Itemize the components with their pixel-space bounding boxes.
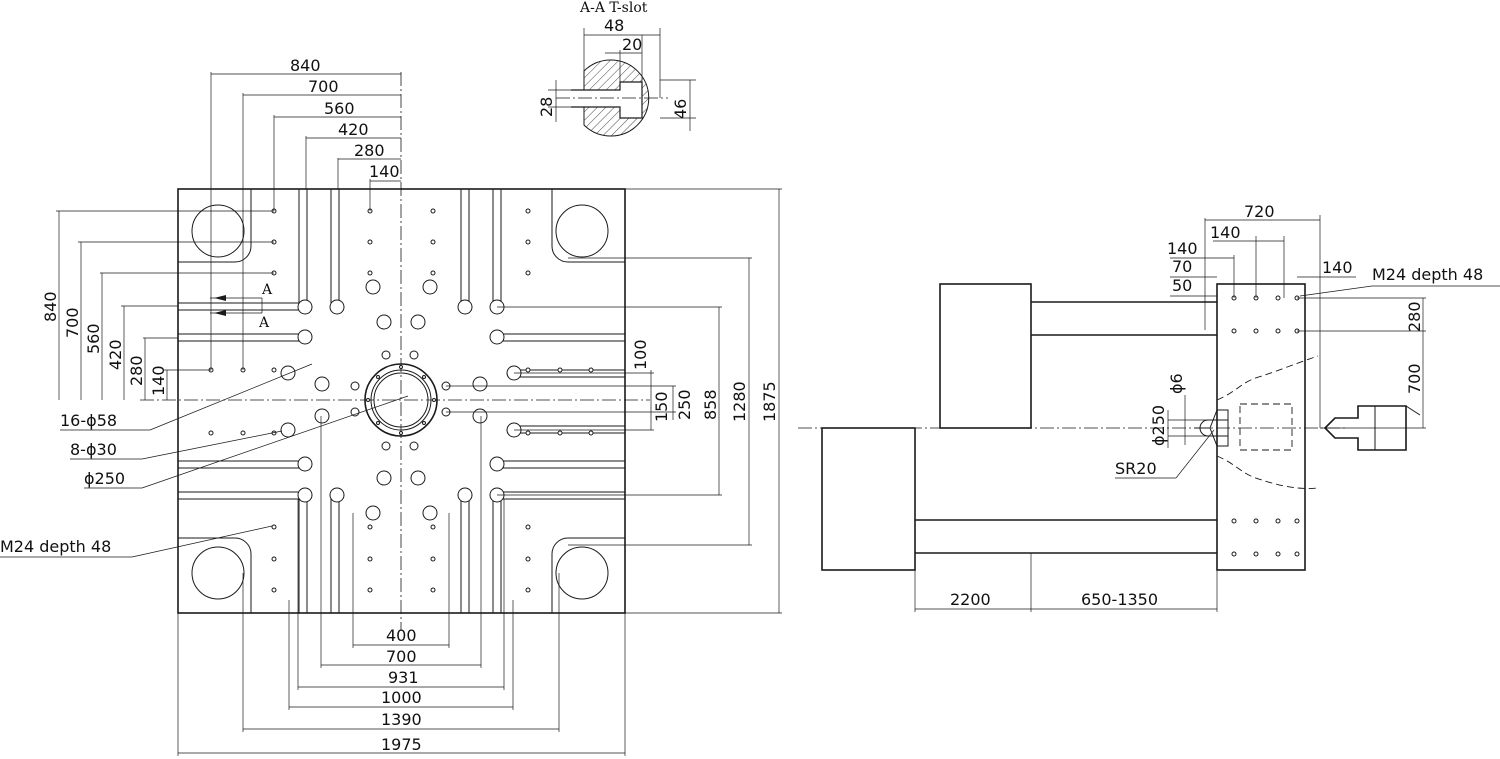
left-dim: 420	[106, 339, 125, 370]
fixed-platen-side	[1216, 283, 1306, 571]
right-dim: 1875	[760, 381, 779, 422]
bottom-dim: 700	[386, 647, 417, 666]
bottom-dim: 1975	[381, 735, 422, 754]
side-right-dim: 700	[1405, 363, 1424, 394]
section-dim-right: 46	[671, 99, 690, 119]
side-dim: 720	[1244, 202, 1275, 221]
top-dim: 840	[290, 56, 321, 75]
nozzle-dimensions: ϕ6 ϕ250 SR20	[1115, 373, 1215, 479]
right-dimensions: 100 150 250 858 1280 1875	[446, 188, 782, 614]
side-bottom-dim: 650-1350	[1081, 590, 1158, 609]
callout-tie-bar-holes: 16-ϕ58	[60, 411, 117, 430]
side-dim: 50	[1172, 276, 1192, 295]
left-dim: 840	[41, 291, 60, 322]
left-dim: 560	[84, 323, 103, 354]
bottom-dimensions: 400 700 931 1000 1390 1975	[177, 416, 626, 756]
callout-tapped-holes: M24 depth 48	[0, 537, 111, 556]
right-dim: 100	[631, 339, 650, 370]
nozzle-dim-ring: ϕ250	[1149, 405, 1168, 446]
tie-bar-hole	[555, 546, 609, 600]
top-dim: 140	[369, 162, 400, 181]
right-dim: 1280	[730, 381, 749, 422]
callout-locating-holes: 8-ϕ30	[70, 440, 117, 459]
callout-center-ring: ϕ250	[84, 469, 125, 488]
side-right-dimensions: 280 700	[1297, 297, 1426, 429]
platen-callouts: 16-ϕ58 8-ϕ30 ϕ250 M24 depth 48	[0, 363, 409, 558]
left-dimensions: 840 700 560 420 280 140	[41, 210, 274, 400]
side-callout-tapped: M24 depth 48	[1372, 265, 1483, 284]
top-dim: 280	[354, 141, 385, 160]
top-dim: 560	[324, 99, 355, 118]
side-bottom-dim: 2200	[950, 590, 991, 609]
side-dim: 140	[1322, 258, 1353, 277]
right-dim: 150	[652, 391, 671, 422]
bottom-dim: 1000	[381, 688, 422, 707]
section-dim-slot: 20	[622, 35, 642, 54]
side-dim: 70	[1172, 257, 1192, 276]
platen-outline	[177, 188, 626, 614]
left-dim: 140	[149, 365, 168, 396]
t-slot-section: A-A T-slot 48 20 28 46	[537, 0, 696, 137]
top-dim: 700	[308, 77, 339, 96]
section-dim-left: 28	[537, 97, 556, 117]
bottom-dim: 931	[388, 668, 419, 687]
left-dim: 700	[63, 307, 82, 338]
side-dim: 140	[1210, 223, 1241, 242]
center-ring	[364, 363, 438, 437]
bottom-dim: 400	[386, 626, 417, 645]
side-view: 720 140 140 70 50 140 M24 depth 48 280	[798, 202, 1500, 612]
top-dim: 420	[338, 120, 369, 139]
tie-bar-hole	[191, 546, 245, 600]
section-title: A-A T-slot	[579, 0, 648, 16]
tie-bar-hole	[555, 204, 609, 258]
top-dimensions: 840 700 560 420 280 140	[210, 56, 401, 370]
left-dim: 280	[127, 355, 146, 386]
side-bottom-dimensions: 2200 650-1350	[914, 553, 1218, 612]
platen-front-view: A A 840 700 560 420 280 140	[0, 56, 782, 756]
side-top-dimensions: 720 140 140 70 50 140 M24 depth 48	[1167, 202, 1500, 428]
section-dim-width: 48	[604, 16, 624, 35]
nozzle-radius: SR20	[1115, 459, 1157, 478]
tie-bar-hole	[191, 204, 245, 258]
right-dim: 858	[701, 389, 720, 420]
nozzle-dim-hole: ϕ6	[1167, 373, 1186, 394]
right-dim: 250	[675, 389, 694, 420]
section-marker-bottom: A	[258, 315, 270, 331]
section-marker-top: A	[261, 282, 273, 298]
side-right-dim: 280	[1405, 301, 1424, 332]
bottom-dim: 1390	[381, 710, 422, 729]
side-dim: 140	[1167, 239, 1198, 258]
